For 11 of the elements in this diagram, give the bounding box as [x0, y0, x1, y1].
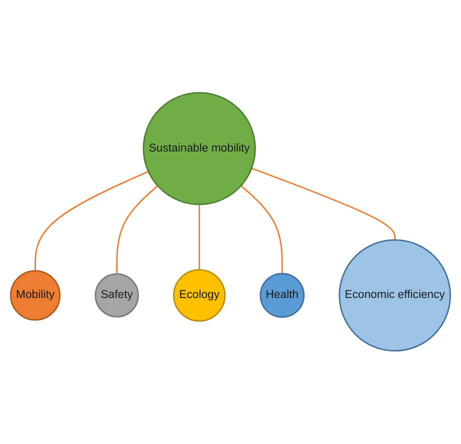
node-circle: Sustainable mobility: [142, 92, 256, 206]
connector: [34, 171, 149, 272]
connector: [198, 204, 200, 270]
node-circle: Ecology: [173, 269, 226, 322]
node-circle: Safety: [94, 273, 139, 318]
node-circle: Mobility: [10, 270, 61, 321]
node-circle: Health: [260, 273, 305, 318]
node-circle: Economic efficiency: [338, 239, 452, 352]
connector: [116, 185, 158, 274]
connector: [240, 185, 283, 274]
connector: [251, 168, 396, 240]
